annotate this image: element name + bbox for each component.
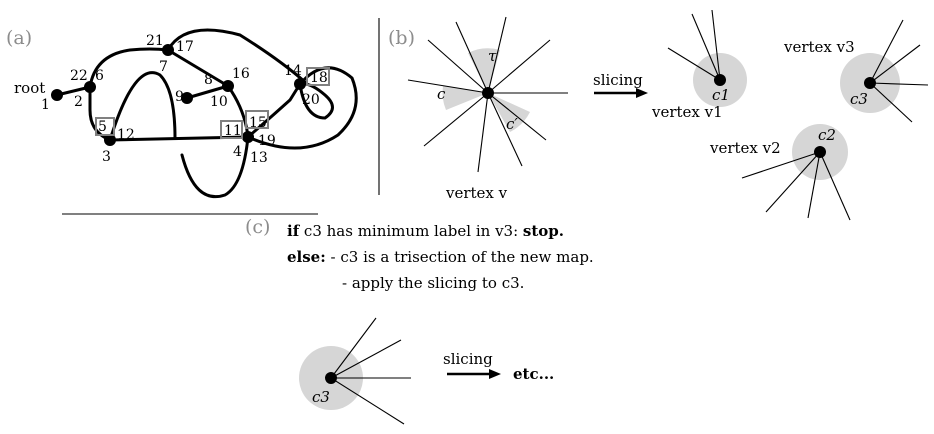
slicing-arrow-head [489,369,501,379]
corner-number: 18 [310,70,328,86]
corner-number: 16 [232,66,250,82]
corner-number: 8 [204,72,213,88]
corner-number: 11 [224,123,242,139]
highlight-box [95,117,115,136]
vertex-v1 [714,74,726,86]
vertex-v3-caption: vertex v3 [783,38,855,56]
map-edge [88,47,170,89]
corner-number: 20 [302,92,320,108]
corner-number: 6 [95,68,104,84]
map-edge [185,84,230,100]
corner-number: 9 [175,89,184,105]
corner-label-tau: τ [488,47,497,65]
corner-number: 21 [146,33,164,49]
map-edge [108,71,177,142]
c1-label: c1 [712,86,730,104]
map-vertex [104,134,116,146]
map-vertex [181,92,193,104]
slicing-arrow-head [636,88,648,98]
map-edge [166,28,307,84]
rule-line-3: - apply the slicing to c3. [342,274,524,292]
corner-number: 7 [159,59,168,75]
root-label: root [14,79,45,97]
corner-number: 14 [284,63,302,79]
etc-label: etc... [513,365,554,383]
rule-line-1: if c3 has minimum label in v3: stop. [287,222,564,240]
corner-number: 22 [70,68,88,84]
vertex-c3-spokes [330,317,411,425]
corner-c-prime [488,93,530,132]
map-edge [246,82,302,139]
map-edge [166,48,230,88]
corner-number: 3 [102,149,111,165]
rule-line-2: else: - c3 is a trisection of the new ma… [287,248,594,266]
slicing-label: slicing [593,71,643,89]
c2-label: c2 [818,126,836,144]
highlight-box [245,110,269,129]
rule-if: if [287,222,301,240]
map-vertex [51,89,63,101]
vertex-v-spokes [407,16,568,173]
vertex-c3 [325,372,337,384]
rule-else: else: [287,248,326,266]
corner-number: 1 [41,97,50,113]
corner-label-c: c [437,85,446,103]
corner-number: 13 [250,150,268,166]
panel-c: (c) if c3 has minimum label in v3: stop.… [245,216,594,425]
rule-if-text: c3 has minimum label in v3: [299,222,523,240]
map-edge [180,135,250,198]
highlight-box [306,67,330,86]
corner-number: 4 [233,144,242,160]
corner-number: 17 [176,39,194,55]
vertex-v1-caption: vertex v1 [651,103,723,121]
slicing-label: slicing [443,350,493,368]
c3-label: c3 [850,90,868,108]
map-vertex [242,131,254,143]
panel-c-label: (c) [245,216,270,238]
highlight-box [220,120,243,139]
vertex-v-caption: vertex v [445,184,508,202]
panel-a: (a) root 1 2 22 6 21 17 7 8 16 9 [6,27,358,215]
corner-number: 2 [74,94,83,110]
corner-number: 19 [258,133,276,149]
corner-tau [468,48,500,93]
corner-number: 12 [117,127,135,143]
panel-b-label: (b) [388,27,415,49]
map-vertex [162,44,174,56]
vertex-v3 [864,77,876,89]
rule-stop: stop. [523,222,564,240]
corner-label-c-prime: c′ [506,115,518,133]
vertex-v3-spokes [869,19,929,123]
map-vertex [222,80,234,92]
corner-c [442,86,488,110]
corner-number: 10 [210,94,228,110]
c3-label: c3 [312,388,330,406]
vertex-v2 [814,146,826,158]
panel-b: (b) τ c c′ vertex v slicing [388,9,929,221]
corner-number: 5 [98,119,107,135]
vertex-v2-caption: vertex v2 [709,139,781,157]
map-vertex [294,78,306,90]
panel-a-label: (a) [6,27,32,49]
vertex-v [482,87,494,99]
rule-else-text: - c3 is a trisection of the new map. [326,248,594,266]
vertex-v2-spokes [741,151,851,221]
map-vertex [84,81,96,93]
vertex-v1-spokes [667,9,721,81]
